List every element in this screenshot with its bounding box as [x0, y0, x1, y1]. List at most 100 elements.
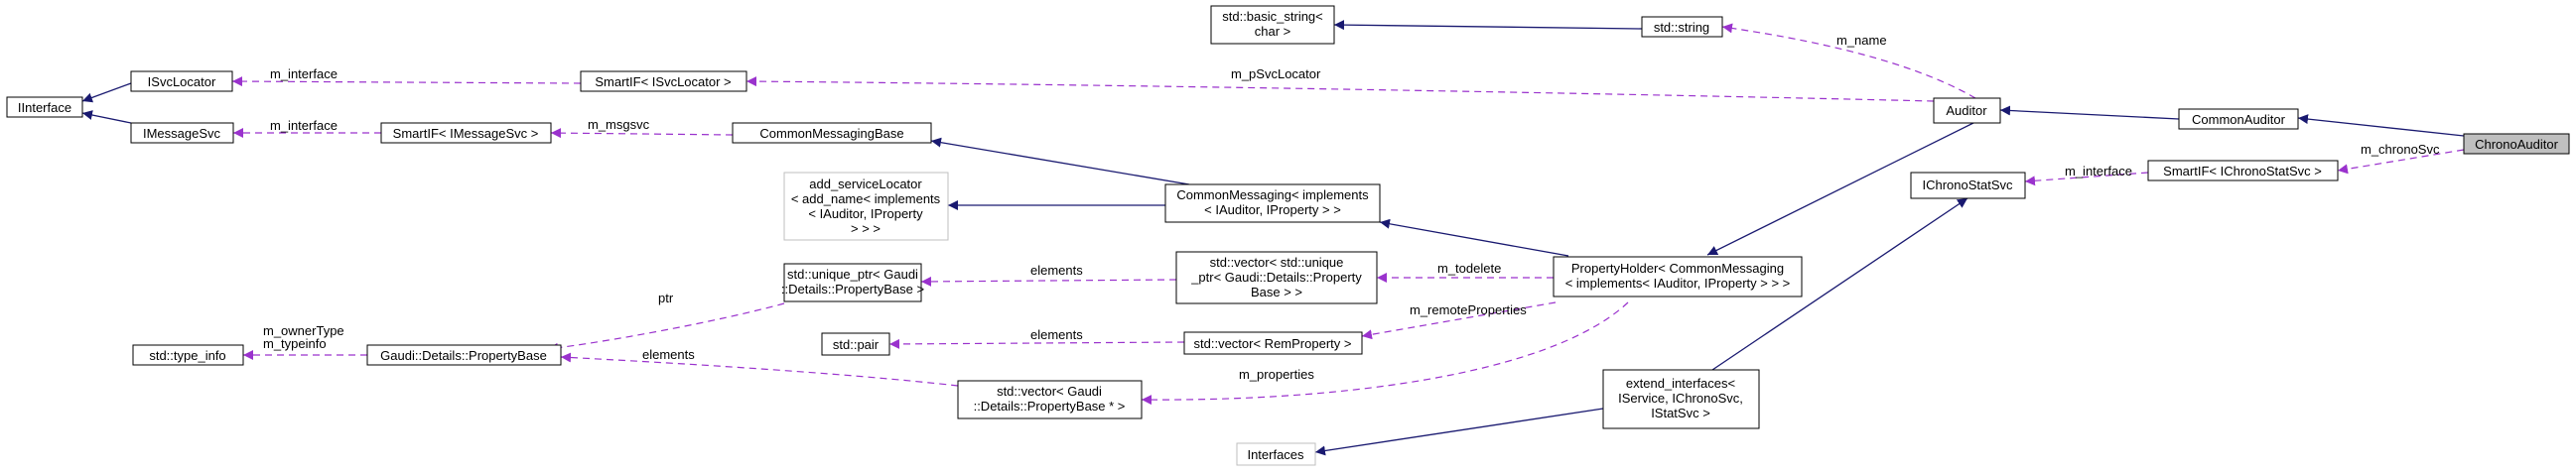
- label-m-psvclocator: m_pSvcLocator: [1231, 66, 1321, 81]
- node-ichronostatsvc[interactable]: IChronoStatSvc: [1910, 172, 2026, 199]
- edge-smartif-ichronostatsvc-ichronostatsvc: [2024, 172, 2149, 186]
- edge-isvclocator-iinterface: [81, 82, 132, 103]
- node-label: Interfaces: [1247, 447, 1304, 462]
- edge-chronoauditor-smartif-ichronostatsvc: [2337, 149, 2465, 175]
- node-label-line-2: IService, IChronoSvc,: [1618, 391, 1743, 406]
- node-commonmessagingbase[interactable]: CommonMessagingBase: [732, 122, 932, 144]
- node-label-line-1: PropertyHolder< CommonMessaging: [1571, 261, 1784, 276]
- node-imessagesvc[interactable]: IMessageSvc: [130, 122, 234, 144]
- node-label-line-2: _ptr< Gaudi::Details::Property: [1190, 270, 1362, 285]
- node-smartif-imessagesvc[interactable]: SmartIF< IMessageSvc >: [380, 122, 552, 144]
- node-label-line-3: Base > >: [1251, 285, 1302, 299]
- node-label: std::pair: [833, 337, 880, 352]
- node-commonmessaging[interactable]: CommonMessaging< implements < IAuditor, …: [1164, 183, 1381, 223]
- label-m-interface-chrono: m_interface: [2065, 164, 2132, 178]
- node-label: IInterface: [18, 100, 71, 115]
- edge-auditor-propertyholder: [1706, 122, 1974, 256]
- node-add-servicelocator[interactable]: add_serviceLocator < add_name< implement…: [783, 172, 949, 241]
- node-type-info[interactable]: std::type_info: [132, 344, 244, 366]
- node-std-string[interactable]: std::string: [1641, 16, 1723, 38]
- node-label-line-1: add_serviceLocator: [809, 177, 922, 191]
- edge-vector-propertybase-ptr-propertybase: [560, 352, 959, 387]
- node-smartif-ichronostatsvc[interactable]: SmartIF< IChronoStatSvc >: [2147, 160, 2339, 181]
- node-label-line-2: < add_name< implements: [791, 191, 941, 206]
- edge-auditor-smartif-isvclocator: [746, 76, 1935, 102]
- node-label: SmartIF< ISvcLocator >: [595, 74, 731, 89]
- node-label-line-1: std::vector< std::unique: [1210, 255, 1344, 270]
- node-label: CommonMessagingBase: [759, 126, 903, 141]
- edge-vector-unique-unique-ptr: [920, 276, 1177, 287]
- node-commonauditor[interactable]: CommonAuditor: [2178, 108, 2299, 130]
- node-vector-remproperty[interactable]: std::vector< RemProperty >: [1183, 331, 1363, 355]
- edge-chronoauditor-commonauditor: [2297, 114, 2465, 137]
- label-m-remoteproperties: m_remoteProperties: [1410, 302, 1527, 317]
- label-m-name: m_name: [1836, 33, 1887, 48]
- node-propertybase[interactable]: Gaudi::Details::PropertyBase: [366, 344, 562, 366]
- nodes: IInterface ISvcLocator IMessageSvc std::…: [6, 5, 2570, 466]
- node-label-line-2: ::Details::PropertyBase * >: [974, 399, 1126, 414]
- node-label-line-2: < implements< IAuditor, IProperty > > >: [1565, 276, 1791, 291]
- node-smartif-isvclocator[interactable]: SmartIF< ISvcLocator >: [580, 70, 747, 92]
- edge-labels: m_interface m_interface m_pSvcLocator m_…: [263, 33, 2440, 382]
- label-m-chronosvc: m_chronoSvc: [2361, 142, 2440, 157]
- node-label: SmartIF< IChronoStatSvc >: [2163, 164, 2322, 178]
- node-basic-string[interactable]: std::basic_string< char >: [1210, 5, 1335, 45]
- node-unique-ptr[interactable]: std::unique_ptr< Gaudi ::Details::Proper…: [781, 263, 924, 302]
- label-elements-base: elements: [642, 347, 695, 362]
- label-m-ownertype: m_ownerType: [263, 323, 344, 338]
- node-label: Gaudi::Details::PropertyBase: [380, 348, 547, 363]
- node-interfaces[interactable]: Interfaces: [1236, 442, 1316, 466]
- edge-commonmessagingbase-smartif-imessagesvc: [550, 128, 734, 139]
- edge-imessagesvc-iinterface: [81, 110, 132, 124]
- node-label: std::vector< RemProperty >: [1194, 336, 1352, 351]
- edge-vector-remproperty-std-pair: [888, 338, 1185, 349]
- node-vector-unique[interactable]: std::vector< std::unique _ptr< Gaudi::De…: [1175, 251, 1378, 304]
- edge-commonauditor-auditor: [1999, 105, 2180, 120]
- edge-auditor-std-string: [1721, 23, 1976, 99]
- node-label-line-2: ::Details::PropertyBase >: [781, 282, 924, 297]
- edge-smartif-isvclocator-isvclocator: [231, 76, 582, 87]
- label-m-properties: m_properties: [1239, 367, 1314, 382]
- label-m-msgsvc: m_msgsvc: [588, 117, 650, 132]
- node-propertyholder[interactable]: PropertyHolder< CommonMessaging < implem…: [1553, 256, 1803, 297]
- edge-std-string-basic-string: [1333, 20, 1643, 31]
- node-label-line-1: std::vector< Gaudi: [997, 384, 1102, 399]
- node-label: IMessageSvc: [143, 126, 221, 141]
- edge-interfaces-extend-interfaces: [1314, 408, 1604, 456]
- node-label-line-4: > > >: [851, 221, 881, 236]
- inheritance-edges: [81, 20, 2465, 456]
- node-label-line-3: < IAuditor, IProperty: [808, 206, 923, 221]
- label-m-interface-svclocator: m_interface: [270, 66, 338, 81]
- label-m-typeinfo: m_typeinfo: [263, 336, 327, 351]
- node-label-line-2: char >: [1255, 24, 1291, 39]
- node-iinterface[interactable]: IInterface: [6, 96, 83, 118]
- node-label-line-1: std::basic_string<: [1222, 9, 1323, 24]
- edge-commonmessaging-commonmessagingbase: [930, 137, 1190, 185]
- label-m-todelete: m_todelete: [1437, 261, 1501, 276]
- label-elements-unique: elements: [1030, 263, 1083, 278]
- node-label: IChronoStatSvc: [1922, 178, 2013, 192]
- label-elements-pair: elements: [1030, 327, 1083, 342]
- node-chronoauditor[interactable]: ChronoAuditor: [2463, 133, 2570, 155]
- node-label: std::string: [1654, 20, 1709, 35]
- node-label: std::type_info: [149, 348, 225, 363]
- edge-propertyholder-vector-propertybase-ptr: [1141, 301, 1629, 406]
- edge-extend-interfaces-ichronostatsvc: [1711, 197, 1968, 371]
- node-extend-interfaces[interactable]: extend_interfaces< IService, IChronoSvc,…: [1602, 369, 1760, 429]
- node-label-line-1: extend_interfaces<: [1626, 376, 1735, 391]
- node-label: Auditor: [1946, 103, 1987, 118]
- usage-edges: [231, 23, 2465, 406]
- edge-propertyholder-commonmessaging: [1379, 218, 1569, 257]
- node-label-line-1: CommonMessaging< implements: [1176, 187, 1369, 202]
- label-m-interface-msgsvc: m_interface: [270, 118, 338, 133]
- node-vector-propertybase-ptr[interactable]: std::vector< Gaudi ::Details::PropertyBa…: [957, 380, 1143, 419]
- node-auditor[interactable]: Auditor: [1933, 97, 2001, 124]
- node-label-line-2: < IAuditor, IProperty > >: [1204, 202, 1341, 217]
- node-label: ISvcLocator: [148, 74, 216, 89]
- node-isvclocator[interactable]: ISvcLocator: [130, 70, 233, 92]
- edge-unique-ptr-propertybase: [547, 302, 785, 353]
- node-label-line-3: IStatSvc >: [1651, 406, 1710, 420]
- node-label: CommonAuditor: [2192, 112, 2286, 127]
- node-std-pair[interactable]: std::pair: [821, 332, 890, 356]
